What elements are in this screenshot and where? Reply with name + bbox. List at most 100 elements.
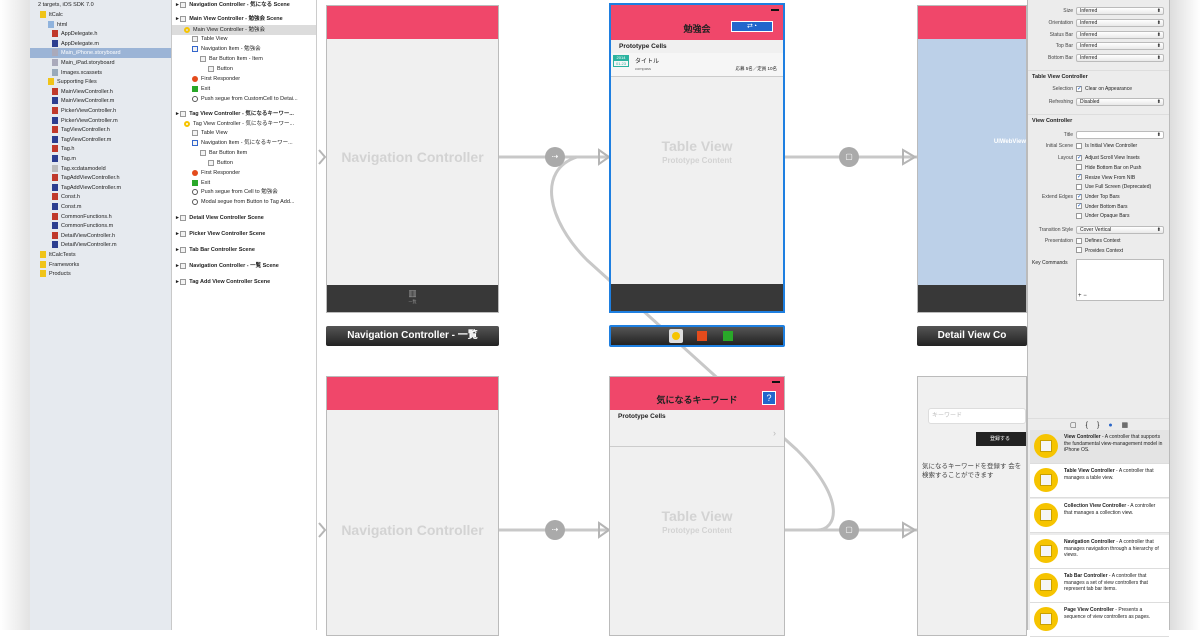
prototype-cell[interactable]: ›	[610, 422, 784, 447]
disclosure-icon[interactable]: ▸	[176, 247, 181, 253]
navigator-item[interactable]: DetailViewController.m	[30, 240, 171, 250]
outline-item[interactable]: Navigation Item - 気になるキーワー...	[172, 138, 316, 148]
initial-vc-checkbox[interactable]: Is Initial View Controller	[1076, 141, 1137, 151]
outline-item[interactable]: Navigation Item - 勉強会	[172, 44, 316, 54]
outline-item[interactable]: Bar Button Item - Item	[172, 54, 316, 64]
scene-label[interactable]: Detail View Co	[917, 326, 1027, 346]
scene-label[interactable]: Navigation Controller - 一覧	[326, 326, 499, 346]
library-tabs[interactable]: ▢{}●▦	[1070, 421, 1137, 429]
navigator-item[interactable]: DetailViewController.h	[30, 231, 171, 241]
option-checkbox[interactable]: Use Full Screen (Deprecated)	[1076, 182, 1151, 192]
outline-item[interactable]: ▸ Tag Add View Controller Scene	[172, 277, 316, 287]
option-checkbox[interactable]: ✓Resize View From NIB	[1076, 174, 1136, 181]
outline-item[interactable]: Main View Controller - 勉強会	[172, 25, 316, 35]
size-select[interactable]: Inferred	[1076, 7, 1164, 15]
outline-item[interactable]: Exit	[172, 178, 316, 188]
tag-add-view-controller-scene[interactable]: キーワード 登録する 気になるキーワードを登録す 会を検索することができます	[917, 376, 1027, 636]
navigator-item[interactable]: Tag.h	[30, 144, 171, 154]
title-field[interactable]	[1076, 131, 1164, 139]
clear-on-appearance-checkbox[interactable]: ✓Clear on Appearance	[1076, 85, 1132, 92]
outline-item[interactable]: First Responder	[172, 74, 316, 84]
navigator-item[interactable]: Main_iPad.storyboard	[30, 58, 171, 68]
segue-push-icon[interactable]: ▢	[839, 147, 859, 167]
segue-push-icon[interactable]: ▢	[839, 520, 859, 540]
key-commands-table[interactable]: + −	[1076, 259, 1164, 301]
bottom-bar-select[interactable]: Inferred	[1076, 54, 1164, 63]
navigator-item[interactable]: TagAddViewController.h	[30, 173, 171, 183]
option-checkbox[interactable]: ✓Under Top Bars	[1076, 193, 1120, 200]
disclosure-icon[interactable]: ▸	[176, 16, 181, 22]
exit-icon[interactable]	[723, 331, 733, 341]
outline-item[interactable]: ▸ Tag View Controller - 気になるキーワー...	[172, 109, 316, 119]
option-checkbox[interactable]: ✓Under Bottom Bars	[1076, 203, 1128, 210]
navigator-item[interactable]: TagViewController.h	[30, 125, 171, 135]
navigator-item[interactable]: PickerViewController.h	[30, 106, 171, 116]
top-bar-select[interactable]: Inferred	[1076, 42, 1164, 51]
remove-button[interactable]: −	[1083, 293, 1087, 299]
segue-relationship-icon[interactable]: ⇢	[545, 520, 565, 540]
outline-item[interactable]: ▸ Navigation Controller - 気になる Scene	[172, 0, 316, 10]
segue-relationship-icon[interactable]: ⇢	[545, 147, 565, 167]
refreshing-select[interactable]: Disabled	[1076, 98, 1164, 106]
outline-item[interactable]: Exit	[172, 84, 316, 94]
navigator-item[interactable]: ltCalcTests	[30, 250, 171, 260]
disclosure-icon[interactable]: ▸	[176, 2, 181, 8]
library-item[interactable]: Table View Controller - A controller tha…	[1030, 464, 1169, 498]
keyword-input[interactable]: キーワード	[928, 408, 1026, 424]
option-checkbox[interactable]: ✓Adjust Scroll View Insets	[1076, 154, 1140, 161]
navigator-item[interactable]: TagViewController.m	[30, 135, 171, 145]
library-item[interactable]: Tab Bar Controller - A controller that m…	[1030, 569, 1169, 603]
navigator-item[interactable]: PickerViewController.m	[30, 116, 171, 126]
navigator-item[interactable]: Images.xcassets	[30, 68, 171, 78]
code-snippet-icon[interactable]: {}	[1085, 422, 1109, 429]
outline-item[interactable]: ▸ Tab Bar Controller Scene	[172, 245, 316, 255]
outline-item[interactable]: Button	[172, 64, 316, 74]
navigator-item[interactable]: TagAddViewController.m	[30, 183, 171, 193]
outline-item[interactable]: Table View	[172, 128, 316, 138]
outline-item[interactable]: ▸ Detail View Controller Scene	[172, 213, 316, 223]
first-responder-icon[interactable]	[697, 331, 707, 341]
navigator-item[interactable]: Frameworks	[30, 260, 171, 270]
disclosure-icon[interactable]: ▸	[176, 263, 181, 269]
outline-item[interactable]: ▸ Picker View Controller Scene	[172, 229, 316, 239]
outline-item[interactable]: Push segue from CustomCell to Detai...	[172, 94, 316, 104]
navigator-item[interactable]: Tag.xcdatamodeld	[30, 164, 171, 174]
register-button[interactable]: 登録する	[976, 432, 1026, 446]
outline-item[interactable]: Bar Button Item	[172, 148, 316, 158]
navigator-item[interactable]: AppDelegate.m	[30, 39, 171, 49]
view-controller-icon[interactable]	[669, 329, 683, 343]
navigator-item[interactable]: html	[30, 20, 171, 30]
navigator-item[interactable]: Const.m	[30, 202, 171, 212]
library-item[interactable]: Navigation Controller - A controller tha…	[1030, 535, 1169, 569]
media-library-icon[interactable]: ▦	[1121, 422, 1138, 429]
outline-item[interactable]: ▸ Navigation Controller - 一覧 Scene	[172, 261, 316, 271]
navigator-item[interactable]: Const.h	[30, 192, 171, 202]
option-checkbox[interactable]: Hide Bottom Bar on Push	[1076, 163, 1141, 173]
outline-item[interactable]: First Responder	[172, 168, 316, 178]
library-item[interactable]: Page View Controller - Presents a sequen…	[1030, 603, 1169, 637]
navigator-item[interactable]: Main_iPhone.storyboard	[30, 48, 171, 59]
library-item[interactable]: Collection View Controller - A controlle…	[1030, 499, 1169, 533]
storyboard-canvas[interactable]: ⇢ ▢ ⇢ ▢ Navigation Controller ▥一覧 Naviga…	[317, 0, 1027, 636]
option-checkbox[interactable]: Defines Context	[1076, 236, 1121, 246]
outline-item[interactable]: Push segue from Cell to 勉強会	[172, 187, 316, 197]
outline-item[interactable]: Tag View Controller - 気になるキーワー...	[172, 119, 316, 129]
detail-view-controller-scene[interactable]: UIWebView	[917, 5, 1027, 313]
library-item[interactable]: View Controller - A controller that supp…	[1030, 430, 1169, 464]
bar-button-image[interactable]: ⇄◔	[731, 21, 773, 32]
option-checkbox[interactable]: Under Opaque Bars	[1076, 211, 1129, 221]
tag-view-controller-scene[interactable]: 気になるキーワード ? Prototype Cells › Table View…	[609, 376, 785, 636]
outline-item[interactable]: Modal segue from Button to Tag Add...	[172, 197, 316, 207]
outline-item[interactable]: Table View	[172, 34, 316, 44]
disclosure-icon[interactable]: ▸	[176, 279, 181, 285]
outline-item[interactable]: Button	[172, 158, 316, 168]
orientation-select[interactable]: Inferred	[1076, 18, 1164, 27]
object-library-icon[interactable]: ●	[1108, 422, 1122, 429]
navigator-item[interactable]: Tag.m	[30, 154, 171, 164]
add-button[interactable]: +	[1078, 293, 1082, 299]
scene-dock[interactable]	[609, 325, 785, 347]
navigator-item[interactable]: CommonFunctions.m	[30, 221, 171, 231]
disclosure-icon[interactable]: ▸	[176, 111, 181, 117]
